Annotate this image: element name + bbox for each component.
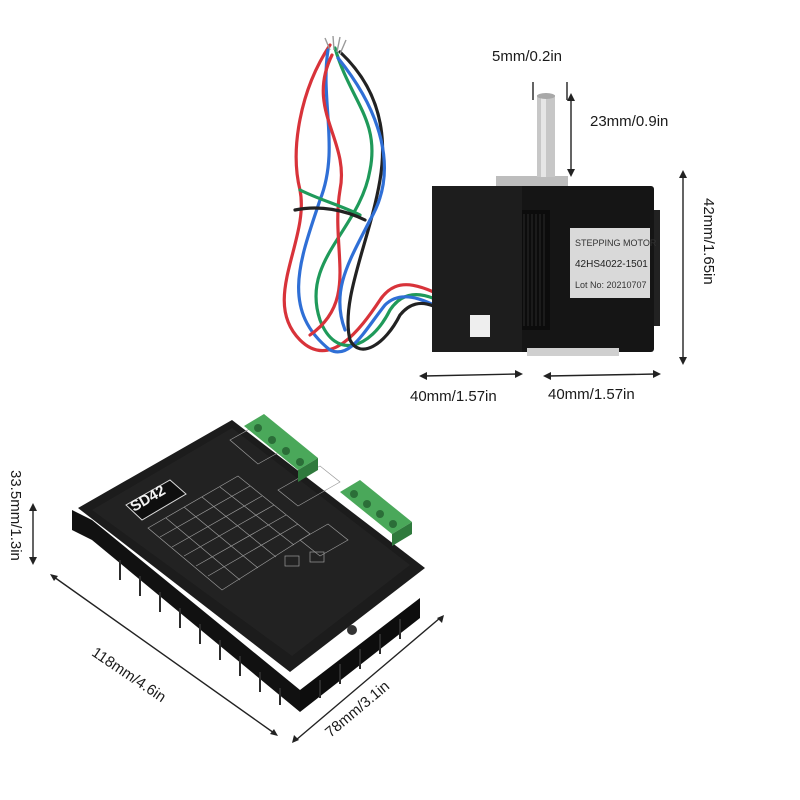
dimension-arrows <box>29 82 687 743</box>
motor-height-label: 42mm/1.65in <box>700 198 717 285</box>
motor-label-line2: 42HS4022-1501 <box>575 259 648 270</box>
wire-ends <box>324 35 347 55</box>
motor-label-line1: STEPPING MOTOR <box>575 238 657 248</box>
motor-wires <box>282 43 472 354</box>
terminal-block-top <box>244 414 318 482</box>
shaft-length-label: 23mm/0.9in <box>590 113 669 130</box>
driver-height-label: 33.5mm/1.3in <box>7 470 24 561</box>
shaft-diameter-label: 5mm/0.2in <box>492 48 563 65</box>
motor-shaft <box>537 93 555 177</box>
sd42-driver <box>72 414 425 712</box>
motor-label-line3: Lot No: 20210707 <box>575 280 647 290</box>
motor-width-left-label: 40mm/1.57in <box>410 388 497 405</box>
terminal-block-bottom <box>340 480 412 546</box>
stepper-motor <box>432 176 660 356</box>
motor-width-right-label: 40mm/1.57in <box>548 386 635 403</box>
